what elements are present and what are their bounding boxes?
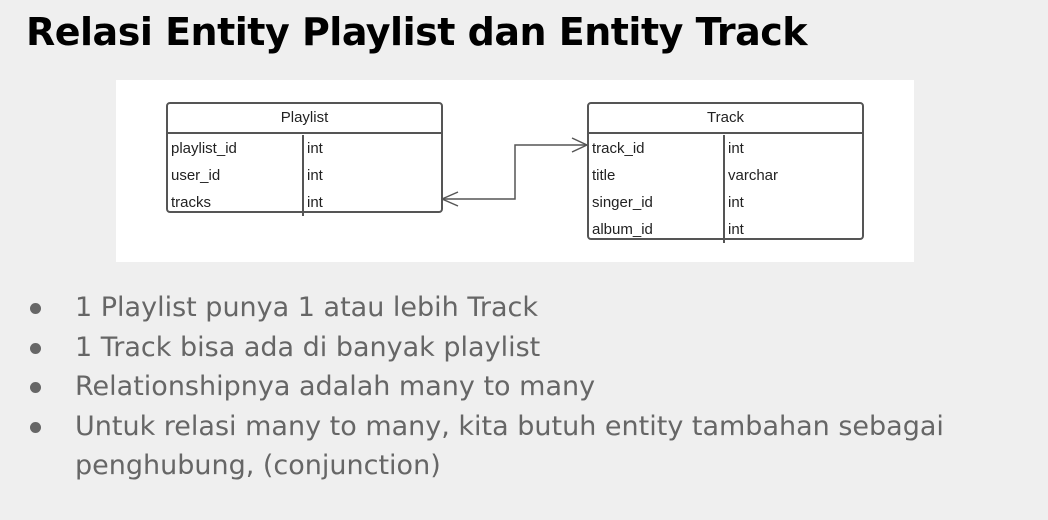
bullet-item: Untuk relasi many to many, kita butuh en… (26, 407, 1026, 486)
column-type: int (728, 221, 744, 238)
track-column-row: singer_id int (589, 189, 862, 216)
bullet-text: Relationshipnya adalah many to many (75, 371, 596, 402)
playlist-column-row: user_id int (168, 162, 441, 189)
entity-track-name: Track (589, 104, 862, 134)
bullet-dot-icon (30, 342, 41, 354)
column-type: int (728, 140, 744, 157)
bullet-text: 1 Playlist punya 1 atau lebih Track (75, 292, 539, 323)
column-name: album_id (589, 216, 725, 243)
entity-playlist-name: Playlist (168, 104, 441, 134)
column-type: int (307, 167, 323, 184)
bullet-dot-icon (30, 421, 41, 433)
page-title: Relasi Entity Playlist dan Entity Track (26, 10, 808, 54)
track-column-row: title varchar (589, 162, 862, 189)
playlist-column-row: tracks int (168, 189, 441, 216)
column-name: singer_id (589, 189, 725, 216)
bullet-item: Relationshipnya adalah many to many (26, 367, 1026, 407)
entity-track: Track track_id int title varchar singer_… (587, 102, 864, 243)
track-column-row: track_id int (589, 135, 862, 162)
column-name: track_id (589, 135, 725, 162)
column-type: int (307, 140, 323, 157)
relationship-connector (441, 137, 588, 207)
bullet-dot-icon (30, 303, 41, 314)
bullet-text: Untuk relasi many to many, kita butuh en… (75, 410, 944, 482)
bullet-dot-icon (30, 382, 41, 393)
column-type: int (728, 194, 744, 211)
column-type: varchar (728, 167, 779, 184)
bullet-item: 1 Playlist punya 1 atau lebih Track (26, 288, 1026, 328)
column-name: tracks (168, 189, 304, 216)
track-column-row: album_id int (589, 216, 862, 243)
bullet-text: 1 Track bisa ada di banyak playlist (75, 331, 541, 363)
column-name: title (589, 162, 725, 189)
column-name: playlist_id (168, 135, 304, 162)
er-diagram: Playlist playlist_id int user_id int tra… (116, 80, 914, 262)
crows-foot-track (571, 137, 588, 153)
column-name: user_id (168, 162, 304, 189)
column-type: int (307, 194, 323, 211)
bullet-list: 1 Playlist punya 1 atau lebih Track 1 Tr… (26, 288, 1026, 486)
entity-playlist: Playlist playlist_id int user_id int tra… (166, 102, 443, 216)
playlist-column-row: playlist_id int (168, 135, 441, 162)
bullet-item: 1 Track bisa ada di banyak playlist (26, 328, 1026, 368)
crows-foot-playlist (441, 191, 459, 207)
